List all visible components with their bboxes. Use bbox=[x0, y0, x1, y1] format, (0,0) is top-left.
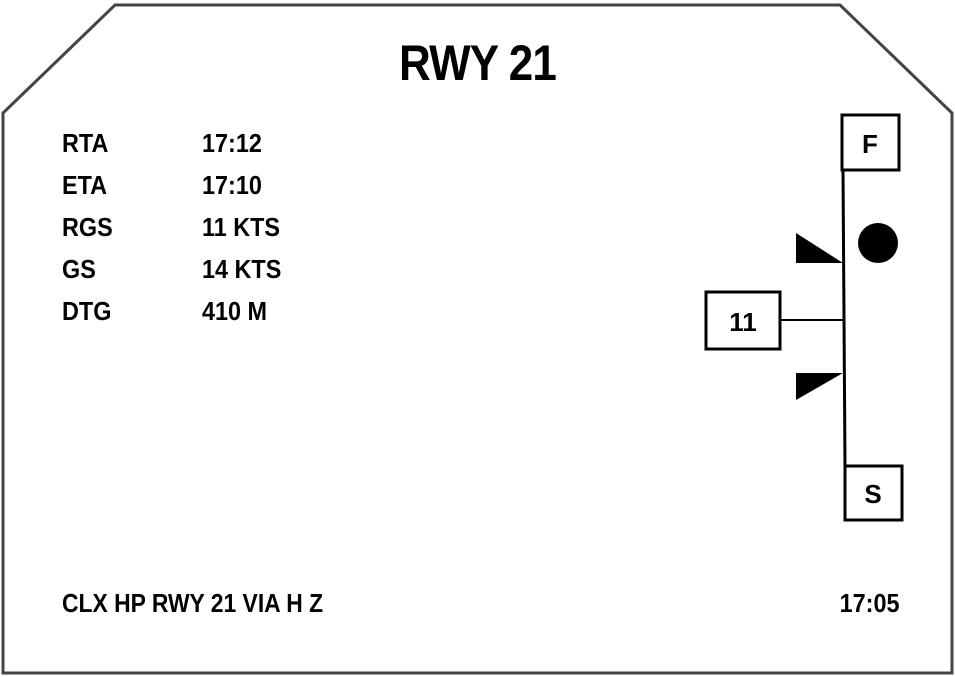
lower-triangle-marker-icon bbox=[796, 373, 843, 400]
fast-limit-box bbox=[840, 113, 901, 172]
upper-triangle-marker-icon bbox=[796, 233, 843, 263]
info-label: DTG bbox=[62, 296, 112, 326]
clearance-message: CLX HP RWY 21 VIA H Z bbox=[62, 588, 324, 618]
current-time: 17:05 bbox=[839, 588, 899, 618]
runway-title: RWY 21 bbox=[399, 35, 557, 91]
info-value: 11 KTS bbox=[202, 212, 281, 242]
info-value: 410 M bbox=[202, 296, 268, 326]
current-speed-value: 11 bbox=[729, 307, 757, 337]
display-border bbox=[1, 3, 954, 675]
info-label: ETA bbox=[62, 170, 108, 200]
speed-scale: F S 11 bbox=[704, 113, 904, 522]
info-label: RGS bbox=[62, 212, 113, 242]
info-value: 17:10 bbox=[202, 170, 262, 200]
info-value: 17:12 bbox=[202, 128, 262, 158]
slow-limit-box bbox=[843, 464, 904, 522]
target-speed-circle-icon bbox=[858, 223, 898, 263]
slow-limit-label: S bbox=[864, 479, 881, 509]
fast-limit-label: F bbox=[862, 129, 878, 159]
speed-scale-axis bbox=[841, 169, 847, 467]
info-label: GS bbox=[62, 254, 96, 284]
info-value: 14 KTS bbox=[202, 254, 282, 284]
info-label: RTA bbox=[62, 128, 109, 158]
current-speed-box bbox=[704, 290, 782, 351]
